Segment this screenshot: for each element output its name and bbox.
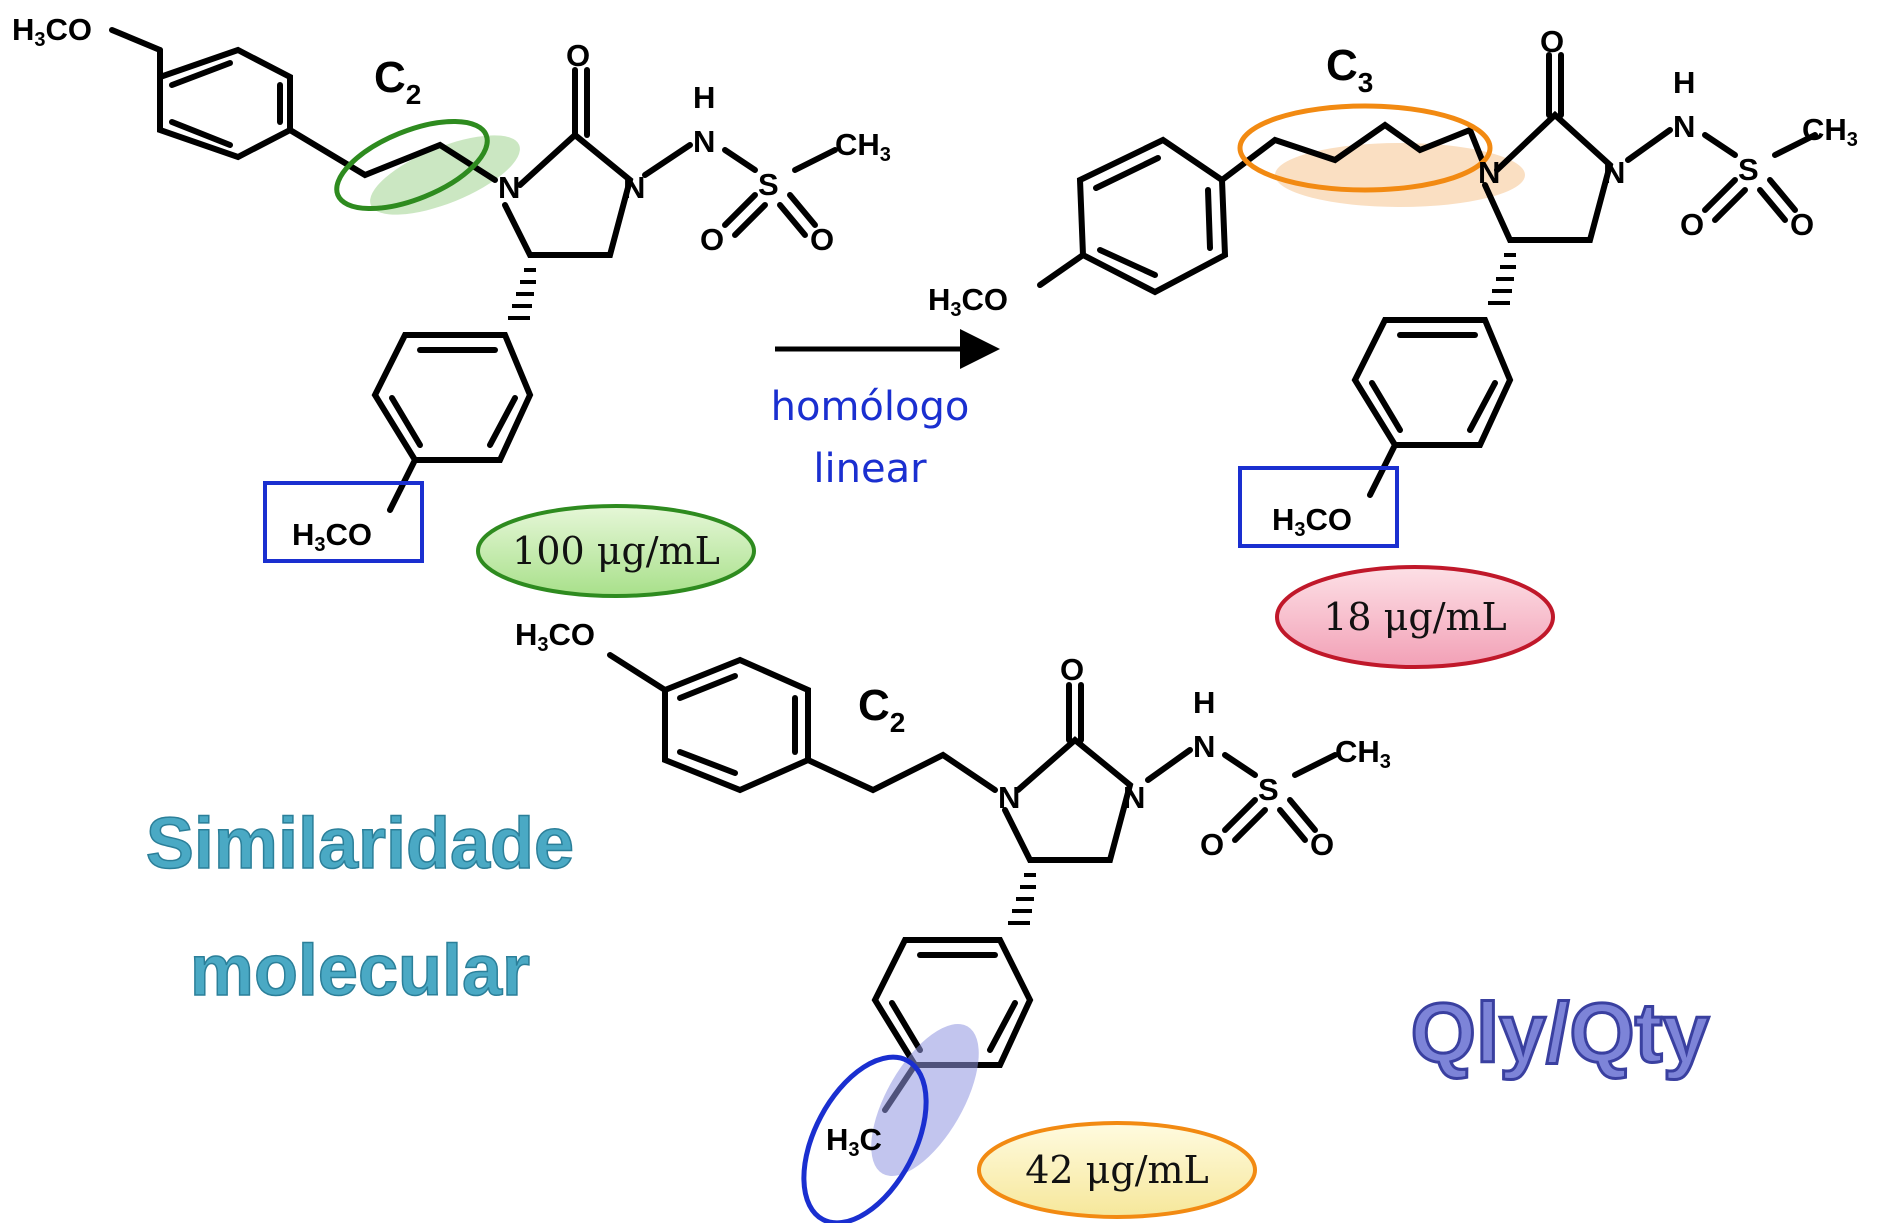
concentration-ellipse-red: [1275, 565, 1555, 669]
similarity-title-line1: Similaridade: [146, 804, 574, 884]
atom-n3: N: [1673, 109, 1695, 144]
concentration-top-left: 100 μg/mL: [512, 529, 720, 573]
stereo-hash-bond: [1008, 873, 1036, 925]
atom-h: H: [1193, 685, 1215, 720]
methoxy-label: H3CO: [928, 282, 1008, 321]
molecule-top-right: H3CO N N O H N S O O CH3 H3CO C3 18 μg/m…: [928, 24, 1858, 669]
atom-o-s2: O: [1790, 207, 1814, 242]
methoxy-label: H3CO: [12, 12, 92, 51]
similarity-title: Similaridade molecular: [145, 803, 575, 1012]
methyl-highlight-blue: [801, 1054, 929, 1223]
atom-n3: N: [1193, 729, 1215, 764]
methyl-terminal-label: CH3: [1335, 734, 1391, 773]
molecule-bottom: H3CO N N O H N S O O CH3 H3C C2 42 μg/mL: [515, 617, 1391, 1223]
atom-o-s2: O: [1310, 827, 1334, 862]
concentration-ellipse-orange: [977, 1121, 1257, 1219]
methyl-terminal-label: CH3: [1802, 112, 1858, 151]
stereo-hash-bond: [1488, 253, 1516, 305]
atom-n1: N: [498, 170, 520, 205]
atom-o-s1: O: [1200, 827, 1224, 862]
atom-o-s1: O: [700, 222, 724, 257]
arrow-label-line1: homólogo: [771, 384, 970, 430]
qly-qty-title: Qly/Qty: [1411, 986, 1710, 1080]
methyl-terminal-label: CH3: [835, 127, 891, 166]
substituent-box-blue: [1238, 466, 1399, 548]
reaction-arrow: homólogo linear: [771, 329, 1000, 492]
atom-n1: N: [998, 780, 1020, 815]
molecule-top-left: H3CO N N O H N S O O CH3 H3CO C2 100 μg/…: [12, 12, 891, 598]
atom-n2: N: [1123, 780, 1145, 815]
atom-h: H: [1673, 65, 1695, 100]
methyl-aryl-label: H3C: [826, 1122, 882, 1161]
stereo-hash-bond: [508, 268, 536, 320]
atom-o-s2: O: [810, 222, 834, 257]
chain-label-c2-top: C2: [374, 53, 421, 110]
atom-o-carbonyl: O: [566, 38, 590, 73]
chain-label-c2-bottom: C2: [858, 681, 905, 738]
atom-n2: N: [1603, 155, 1625, 190]
concentration-bottom: 42 μg/mL: [1025, 1148, 1209, 1192]
methoxy-label: H3CO: [515, 617, 595, 656]
arrow-label-line2: linear: [813, 446, 927, 492]
chain-highlight-orange: [1237, 103, 1493, 193]
chain-label-c3-top: C3: [1326, 41, 1373, 98]
methoxy-para-label: H3CO: [1272, 502, 1352, 541]
atom-o-carbonyl: O: [1060, 652, 1084, 687]
atom-s: S: [758, 167, 779, 202]
atom-o-s1: O: [1680, 207, 1704, 242]
similarity-title-line2: molecular: [190, 931, 530, 1011]
atom-h: H: [693, 80, 715, 115]
substituent-box-blue: [263, 481, 424, 563]
atom-s: S: [1738, 152, 1759, 187]
atom-s: S: [1258, 772, 1279, 807]
chain-highlight-green: [334, 119, 490, 211]
concentration-ellipse-green: [476, 504, 756, 598]
atom-n3: N: [693, 124, 715, 159]
methoxy-para-label: H3CO: [292, 517, 372, 556]
atom-n1: N: [1478, 155, 1500, 190]
atom-n2: N: [623, 170, 645, 205]
concentration-top-right: 18 μg/mL: [1323, 595, 1507, 639]
atom-o-carbonyl: O: [1540, 24, 1564, 59]
